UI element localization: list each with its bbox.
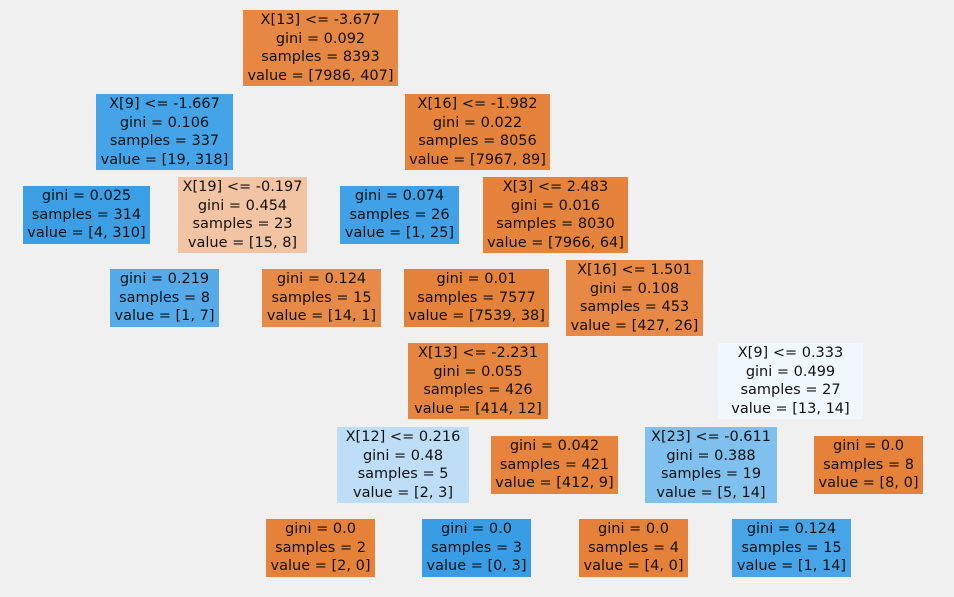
- node-text-line: gini = 0.022: [432, 114, 523, 131]
- node-text-line: value = [7966, 64]: [487, 234, 624, 251]
- tree-node: X[3] <= 2.483 gini = 0.016 samples = 8030 v…: [483, 177, 628, 253]
- node-text-line: gini = 0.0: [285, 521, 356, 538]
- node-text-line: value = [19, 318]: [100, 151, 229, 168]
- node-text-line: gini = 0.016: [510, 197, 601, 214]
- node-text-line: gini = 0.042: [509, 438, 600, 455]
- node-text-line: value = [7539, 38]: [408, 308, 545, 325]
- node-text-line: samples = 8056: [418, 133, 537, 149]
- node-text-line: value = [2, 0]: [270, 558, 371, 575]
- node-text-line: X[19] <= -0.197: [182, 179, 303, 195]
- node-text-line: X[16] <= 1.501: [577, 262, 692, 278]
- node-text-line: samples = 426: [423, 382, 533, 398]
- node-text-line: samples = 314: [31, 206, 142, 223]
- node-text-line: gini = 0.124: [276, 271, 367, 288]
- tree-node: X[16] <= 1.501 gini = 0.108 samples = 453 v…: [566, 260, 703, 336]
- node-text-line: value = [4, 310]: [27, 225, 146, 242]
- node-text-line: value = [4, 0]: [583, 558, 684, 575]
- tree-node: X[9] <= -1.667 gini = 0.106 samples = 337 v…: [96, 94, 233, 170]
- node-text-line: value = [15, 8]: [187, 234, 298, 251]
- node-text-line: gini = 0.01: [436, 271, 517, 288]
- tree-node: X[13] <= -2.231 gini = 0.055 samples = 426…: [408, 343, 548, 419]
- node-text-line: samples = 4: [588, 539, 679, 556]
- node-text-line: gini = 0.388: [666, 447, 756, 464]
- tree-node-root: X[13] <= -3.677 gini = 0.092 samples = 839…: [243, 10, 398, 86]
- node-text-line: gini = 0.0: [441, 521, 512, 538]
- node-text-line: X[13] <= -2.231: [418, 345, 538, 361]
- node-text-line: samples = 27: [740, 382, 841, 398]
- node-text-line: X[9] <= 0.333: [737, 345, 844, 361]
- node-text-line: samples = 8: [823, 456, 914, 473]
- node-text-line: value = [5, 14]: [656, 484, 766, 501]
- node-text-line: gini = 0.106: [119, 114, 210, 131]
- node-text-line: value = [7967, 89]: [409, 151, 546, 168]
- node-text-line: gini = 0.48: [362, 447, 444, 464]
- node-text-line: samples = 5: [357, 466, 449, 482]
- node-text-line: value = [14, 1]: [266, 308, 377, 325]
- node-text-line: samples = 23: [192, 216, 293, 232]
- node-text-line: value = [0, 3]: [426, 558, 527, 575]
- tree-node: X[19] <= -0.197 gini = 0.454 samples = 23 v…: [178, 177, 307, 253]
- node-text-line: X[3] <= 2.483: [502, 179, 609, 195]
- node-text-line: samples = 2: [275, 539, 366, 556]
- node-text-line: samples = 7577: [417, 289, 536, 306]
- node-text-line: samples = 421: [499, 456, 610, 473]
- node-text-line: X[16] <= -1.982: [417, 96, 538, 112]
- node-text-line: value = [8, 0]: [818, 475, 919, 492]
- node-text-line: X[9] <= -1.667: [109, 96, 220, 112]
- node-text-line: gini = 0.124: [746, 521, 837, 538]
- node-text-line: samples = 26: [349, 206, 450, 223]
- node-text-line: gini = 0.454: [197, 197, 288, 214]
- node-text-line: gini = 0.074: [354, 188, 445, 205]
- tree-node: X[16] <= -1.982 gini = 0.022 samples = 805…: [405, 94, 550, 170]
- node-text-line: gini = 0.092: [275, 30, 366, 47]
- node-text-line: value = [7986, 407]: [247, 67, 394, 84]
- node-text-line: value = [1, 14]: [736, 558, 847, 575]
- node-text-line: gini = 0.219: [119, 271, 210, 288]
- node-text-line: X[12] <= 0.216: [345, 429, 461, 445]
- node-text-line: gini = 0.025: [41, 188, 132, 205]
- tree-node: X[9] <= 0.333 gini = 0.499 samples = 27 val…: [718, 343, 863, 419]
- node-text-line: gini = 0.055: [433, 363, 523, 380]
- node-text-line: X[23] <= -0.611: [651, 429, 771, 445]
- node-text-line: gini = 0.0: [833, 438, 904, 455]
- node-text-line: gini = 0.0: [598, 521, 669, 538]
- node-text-line: value = [1, 7]: [114, 308, 215, 325]
- node-text-line: value = [2, 3]: [353, 484, 453, 501]
- node-text-line: samples = 8393: [261, 49, 380, 65]
- node-text-line: samples = 453: [579, 299, 690, 315]
- node-text-line: X[13] <= -3.677: [260, 12, 381, 28]
- node-text-line: value = [427, 26]: [570, 317, 699, 334]
- node-text-line: samples = 3: [431, 539, 522, 556]
- node-text-line: samples = 337: [109, 133, 220, 149]
- node-text-line: gini = 0.499: [745, 363, 836, 380]
- node-text-line: value = [13, 14]: [731, 400, 850, 417]
- node-text-line: samples = 15: [741, 539, 842, 556]
- node-text-line: samples = 8030: [496, 216, 615, 232]
- node-text-line: gini = 0.108: [589, 280, 680, 297]
- node-text-line: value = [1, 25]: [344, 225, 455, 242]
- tree-node: X[23] <= -0.611 gini = 0.388 samples = 19 v…: [645, 427, 777, 503]
- node-text-line: value = [412, 9]: [495, 475, 614, 492]
- node-text-line: samples = 15: [271, 289, 372, 306]
- node-text-line: value = [414, 12]: [414, 400, 542, 417]
- node-text-line: samples = 19: [660, 466, 762, 482]
- node-text-line: samples = 8: [119, 289, 210, 306]
- tree-node: X[12] <= 0.216 gini = 0.48 samples = 5 valu…: [337, 427, 469, 503]
